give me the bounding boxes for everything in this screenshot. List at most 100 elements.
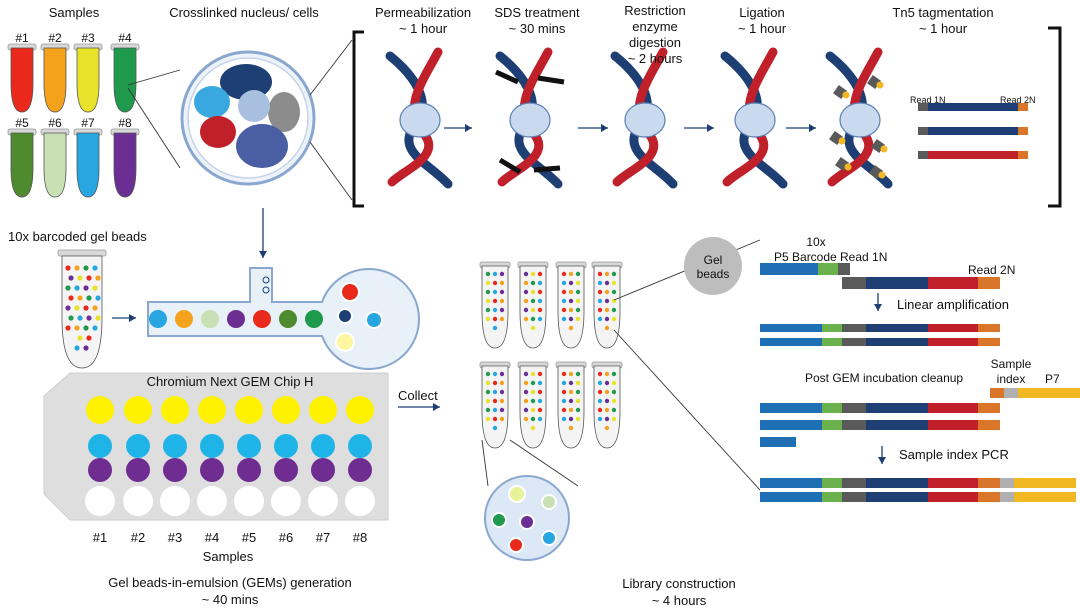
- tn5-read2-label: Read 2N: [1000, 95, 1036, 105]
- gel-bead-27: [92, 325, 98, 331]
- motif-tn5-protein: [839, 102, 881, 138]
- library-zoom-droplet: [484, 475, 570, 561]
- read1n-label: Read 1N: [840, 250, 888, 264]
- library-tube-top-2-bead-4-1: [530, 307, 536, 313]
- detail-amp-1-seg-2: [842, 324, 866, 332]
- library-tube-bottom-1-bead-0-1: [492, 371, 498, 377]
- library-tube-bottom-4-bead-4-2: [611, 407, 617, 413]
- library-tube-bottom-4-bead-2-2: [611, 389, 617, 395]
- motif-restriction: [610, 47, 678, 189]
- library-tube-bottom-1-bead-2-0: [485, 389, 491, 395]
- library-tube-bottom-1-bead-4-2: [499, 407, 505, 413]
- library-tube-top-4-bead-2-2: [611, 289, 617, 295]
- gel-bead-2: [83, 265, 89, 271]
- linear-amplification-label: Linear amplification: [897, 297, 1010, 312]
- sample-tube-6-body: [43, 132, 67, 198]
- gel-bead-1: [74, 265, 80, 271]
- chip-well-r4-c3: [160, 486, 190, 516]
- library-tube-bottom-1-bead-6-1: [492, 425, 498, 431]
- library-tube-top-1-bead-2-0: [485, 289, 491, 295]
- library-tube-bottom-2-bead-1-2: [537, 380, 543, 386]
- detail-clean-1-seg-0: [760, 403, 822, 413]
- gel-bead-19: [92, 305, 98, 311]
- tn5-bar-mixed-seg-2: [1018, 103, 1028, 111]
- motif-sds-protein: [509, 102, 551, 138]
- library-tube-top-3-bead-4-0: [561, 307, 567, 313]
- chip-well-r4-c8: [345, 486, 375, 516]
- tube-label-7: #7: [81, 116, 95, 130]
- detail-index-primer: [990, 388, 1080, 398]
- gel-beads-label-line2: beads: [696, 267, 730, 281]
- gel-bead-21: [77, 315, 83, 321]
- detail-amp-1-seg-3: [866, 324, 928, 332]
- library-tube-top-3-bead-1-2: [575, 280, 581, 286]
- detail-final-1: [760, 478, 1076, 488]
- step-restriction-line1: Restriction: [624, 3, 686, 18]
- gel-bead-28: [77, 335, 83, 341]
- library-tube-top-4-bead-0-2: [611, 271, 617, 277]
- library-tube-top-3-bead-2-2: [575, 289, 581, 295]
- library-tube-bottom-4-bead-5-2: [611, 416, 617, 422]
- tn5-bar-mixed-seg-0: [918, 103, 928, 111]
- library-tube-bottom-3-bead-2-2: [575, 389, 581, 395]
- channel-bead-0: [149, 310, 167, 328]
- tn5-read1-label: Read 1N: [910, 95, 946, 105]
- motif-tn5-tn5-dot-5: [878, 171, 886, 179]
- nucleus-title: Crosslinked nucleus/ cells: [169, 5, 319, 20]
- chip-well-r2-c1: [88, 434, 112, 458]
- tube-label-3: #3: [81, 31, 95, 45]
- detail-clean-2: [760, 420, 1000, 430]
- detail-clean-1-seg-4: [928, 403, 978, 413]
- library-tube-bottom-3-bead-2-0: [561, 389, 567, 395]
- gel-bead-13: [77, 295, 83, 301]
- library-tube-top-3-bead-3-0: [561, 298, 567, 304]
- zoom-bead-green: [491, 512, 507, 528]
- chip-col-8: #8: [352, 530, 368, 545]
- library-tube-top-4-bead-5-0: [597, 316, 603, 322]
- library-tube-bottom-1-bead-0-2: [499, 371, 505, 377]
- chip-col-3: #3: [167, 530, 183, 545]
- library-tube-top-4-bead-2-1: [604, 289, 610, 295]
- library-tube-bottom-2-bead-5-2: [537, 416, 543, 422]
- cleanup-label: Post GEM incubation cleanup: [805, 371, 964, 385]
- chip-col-4: #4: [204, 530, 220, 545]
- library-tube-bottom-1-bead-2-2: [499, 389, 505, 395]
- tube-label-4: #4: [118, 31, 132, 45]
- detail-amp-1: [760, 324, 1000, 332]
- library-tube-bottom-1-body: [481, 365, 509, 449]
- detail-final-2-seg-3: [866, 492, 928, 502]
- gem-generation-duration: ~ 40 mins: [201, 592, 259, 607]
- library-tube-bottom-1-bead-1-0: [485, 380, 491, 386]
- library-tube-top-2-bead-4-2: [537, 307, 543, 313]
- library-tube-top-4-bead-5-1: [604, 316, 610, 322]
- detail-final-1-seg-3: [866, 478, 928, 488]
- step-permeabilization-title: Permeabilization: [374, 5, 472, 20]
- detail-clean-2-seg-1: [822, 420, 842, 430]
- library-tube-top-2-bead-5-1: [530, 316, 536, 322]
- library-tube-top-1-bead-4-0: [485, 307, 491, 313]
- gel-bead-8: [65, 285, 71, 291]
- library-tube-top-4-bead-3-0: [597, 298, 603, 304]
- library-tube-top-4-bead-4-0: [597, 307, 603, 313]
- tenx-label: 10x: [806, 235, 826, 249]
- library-tube-bottom-4-body: [593, 365, 621, 449]
- detail-clean-1-seg-1: [822, 403, 842, 413]
- sample-tube-1-body: [10, 47, 34, 113]
- detail-clean-short-seg-0: [760, 437, 796, 447]
- zoom-droplet-line-right: [509, 439, 579, 487]
- chromatin-indigo: [236, 124, 288, 168]
- chromatin-light-blue: [194, 86, 230, 118]
- library-tube-top-3-bead-1-0: [561, 280, 567, 286]
- detail-final-2-seg-5: [978, 492, 1000, 502]
- library-tube-bottom-3-bead-3-2: [575, 398, 581, 404]
- arrow-index-pcr-head: [878, 457, 886, 464]
- gel-bead-30: [74, 345, 80, 351]
- chromium-chip: [43, 372, 389, 521]
- detail-amp-2: [760, 338, 1000, 346]
- motif-permeabilization: [385, 47, 453, 189]
- detail-clean-2-seg-3: [866, 420, 928, 430]
- read2n-label: Read 2N: [968, 263, 1016, 277]
- library-tube-top-2-bead-3-2: [537, 298, 543, 304]
- library-tube-top-1-bead-2-2: [499, 289, 505, 295]
